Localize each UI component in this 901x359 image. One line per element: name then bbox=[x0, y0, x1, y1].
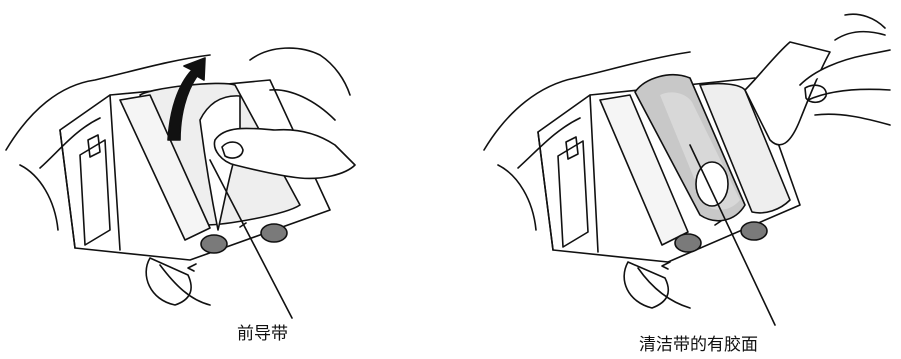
right-left-hand bbox=[483, 51, 691, 309]
left-hub-2 bbox=[260, 223, 288, 243]
right-thumb bbox=[623, 261, 669, 309]
right-roller-back bbox=[699, 82, 791, 214]
leader-tape-label: 前导带 bbox=[237, 324, 288, 344]
left-right-hand bbox=[213, 127, 356, 180]
right-hub-1 bbox=[674, 233, 702, 253]
left-thumb bbox=[145, 257, 192, 306]
adhesive-side-label: 清洁带的有胶面 bbox=[639, 335, 758, 355]
right-right-hand bbox=[799, 49, 891, 126]
right-illustration bbox=[483, 13, 891, 326]
peeled-strip bbox=[744, 41, 831, 146]
left-callout-line bbox=[209, 159, 293, 319]
right-callout-line bbox=[689, 144, 776, 326]
right-hub-2 bbox=[740, 221, 768, 241]
left-hand bbox=[5, 54, 211, 306]
lift-arrow bbox=[167, 57, 206, 141]
left-hub-1 bbox=[200, 234, 228, 254]
left-roller-front bbox=[119, 94, 211, 241]
left-illustration bbox=[5, 47, 356, 319]
right-roller-front bbox=[599, 94, 689, 246]
